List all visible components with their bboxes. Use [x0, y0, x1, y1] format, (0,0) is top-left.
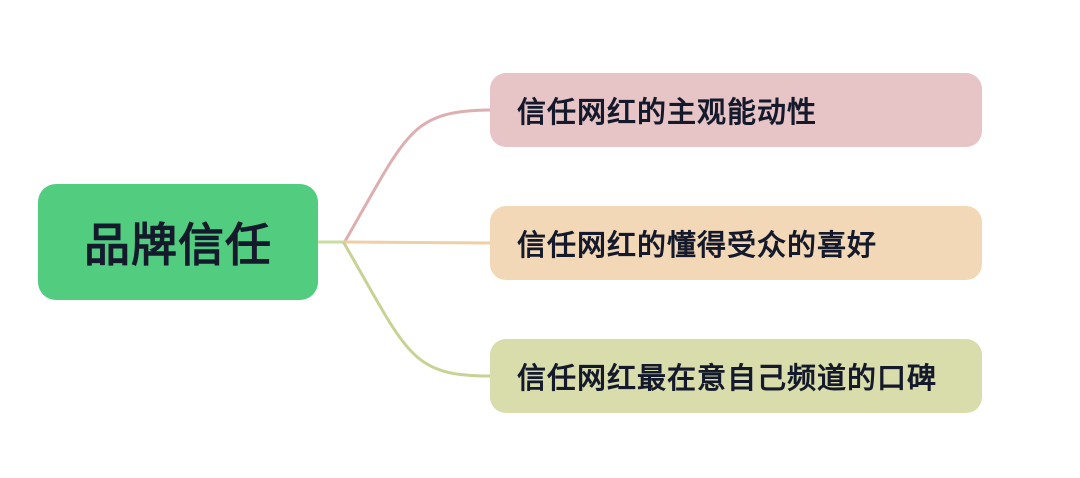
branch-node-2[interactable]: 信任网红的懂得受众的喜好 — [490, 206, 982, 280]
branch-node-1-label: 信任网红的主观能动性 — [517, 97, 818, 129]
root-node[interactable]: 品牌信任 — [38, 184, 318, 300]
branch-node-1[interactable]: 信任网红的主观能动性 — [490, 73, 982, 147]
branch-1-line — [342, 108, 492, 245]
branch-node-3-label: 信任网红最在意自己频道的口碑 — [517, 363, 938, 395]
branch-node-3[interactable]: 信任网红最在意自己频道的口碑 — [490, 339, 982, 413]
branch-node-2-label: 信任网红的懂得受众的喜好 — [517, 230, 878, 262]
root-node-label: 品牌信任 — [84, 219, 272, 271]
branch-2-line — [342, 240, 492, 245]
branch-3-line — [342, 241, 492, 378]
